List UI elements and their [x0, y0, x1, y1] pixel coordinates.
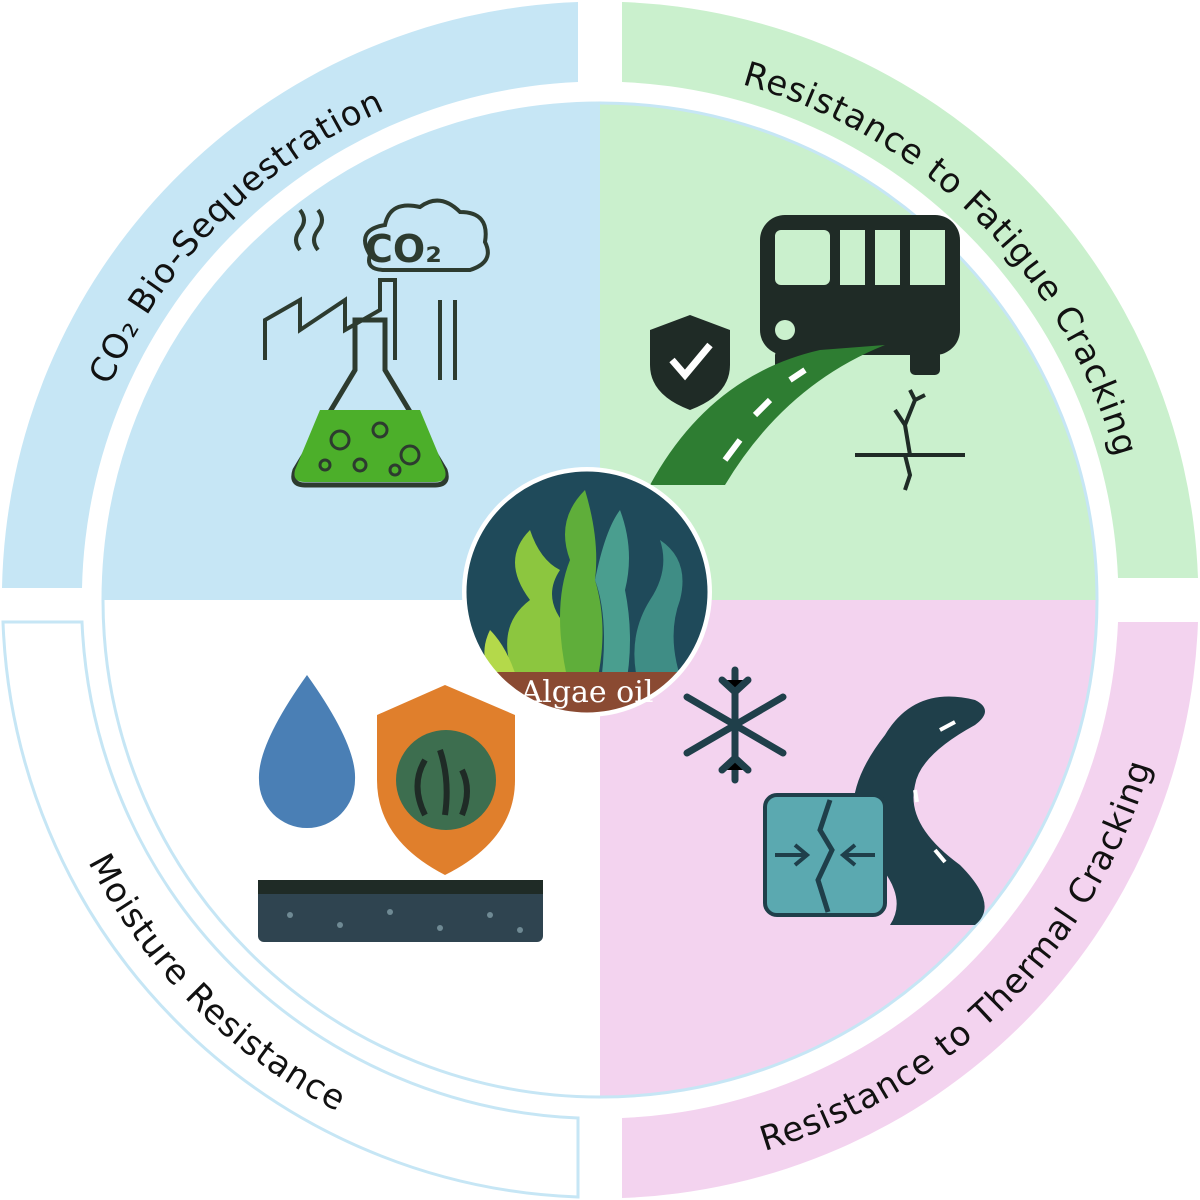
droplet-shield-icon: [258, 675, 543, 942]
co2-cloud-text: CO₂: [365, 227, 442, 271]
bus-road-shield-icon: [650, 215, 965, 491]
road-icon: [650, 345, 885, 485]
ring-band-bottom-left: [1, 620, 580, 1199]
snowflake-road-crack-icon: [683, 666, 985, 925]
shield-check-icon: [650, 315, 730, 410]
crack-icon: [855, 389, 965, 491]
ring-band-bottom-right: [622, 622, 1198, 1198]
cracked-tile-icon: [763, 793, 887, 917]
algae-oil-center: Algae oil: [462, 467, 712, 717]
ground-layer-icon: [258, 880, 543, 942]
ring-band-top-left: [2, 2, 578, 588]
snowflake-icon: [683, 666, 787, 784]
factory-flask-icon: [263, 198, 490, 488]
ring-band-top-right: [622, 2, 1198, 578]
water-drop-icon: [258, 675, 356, 828]
